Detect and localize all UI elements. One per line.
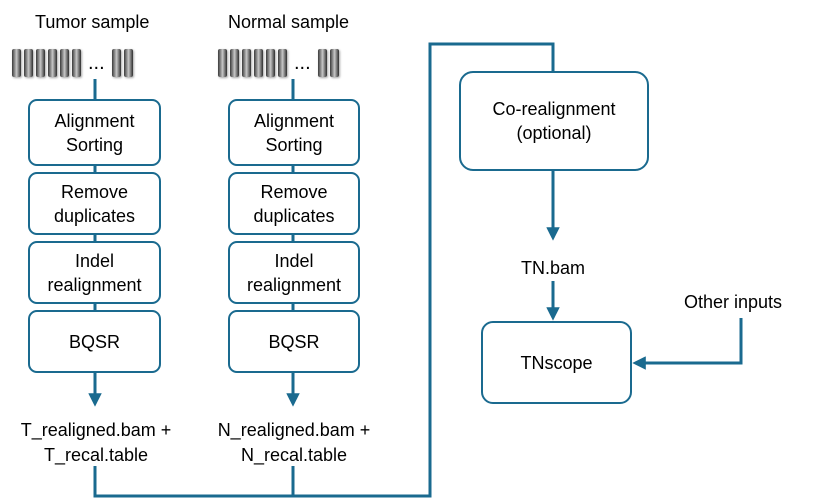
middle-alignment-box: Alignment Sorting: [228, 99, 360, 166]
normal-reads: ...: [218, 48, 339, 78]
ellipsis: ...: [294, 51, 311, 74]
read-icon: [24, 49, 33, 77]
left-dedup-line1: Remove: [60, 181, 129, 202]
left-dedup-box: Remove duplicates: [28, 172, 161, 235]
tumor-sample-title: Tumor sample: [35, 12, 150, 32]
read-icon: [278, 49, 287, 77]
read-icon: [329, 49, 339, 77]
middle-indel-line2: realignment: [246, 274, 342, 295]
corealignment-line1: Co-realignment: [492, 99, 616, 119]
read-icon: [12, 49, 21, 77]
left-indel-line1: Indel: [74, 250, 115, 271]
read-icon: [48, 49, 57, 77]
middle-indel-line1: Indel: [274, 250, 314, 271]
left-dedup-line2: duplicates: [53, 205, 136, 226]
read-icon: [36, 49, 45, 77]
left-indel-line2: realignment: [47, 274, 142, 295]
read-icon: [72, 49, 81, 77]
tn-bam-label: TN.bam: [520, 258, 585, 278]
middle-dedup-box: Remove duplicates: [228, 172, 360, 235]
left-output-label: T_realigned.bam + T_recal.table: [8, 418, 184, 468]
middle-dedup-line2: duplicates: [253, 205, 335, 226]
merge-line: [93, 42, 555, 498]
middle-indel-box: Indel realignment: [228, 241, 360, 304]
middle-dedup-line1: Remove: [260, 181, 328, 202]
normal-sample-title: Normal sample: [228, 12, 350, 32]
read-icon: [60, 49, 69, 77]
tnscope-box: TNscope: [481, 321, 632, 404]
middle-bqsr-box: BQSR: [228, 310, 360, 373]
read-icon: [242, 49, 251, 77]
middle-output-label: N_realigned.bam + N_recal.table: [204, 418, 384, 468]
left-output-line1: T_realigned.bam +: [20, 420, 172, 440]
corealignment-line2: (optional): [516, 123, 592, 143]
read-icon: [218, 49, 227, 77]
tumor-reads: ...: [12, 48, 133, 78]
corealignment-box: Co-realignment (optional): [459, 71, 649, 171]
left-bqsr-label: BQSR: [68, 331, 120, 352]
middle-alignment-line2: Sorting: [265, 134, 323, 155]
other-inputs-label: Other inputs: [684, 292, 783, 312]
left-alignment-line2: Sorting: [65, 134, 124, 155]
read-icon: [254, 49, 263, 77]
ellipsis: ...: [88, 51, 105, 74]
left-alignment-line1: Alignment: [54, 110, 135, 131]
middle-output-line2: N_recal.table: [240, 445, 348, 465]
middle-bqsr-label: BQSR: [268, 331, 320, 352]
middle-output-line1: N_realigned.bam +: [217, 420, 371, 440]
read-icon: [266, 49, 275, 77]
read-icon: [230, 49, 239, 77]
other-inputs-arrow: [632, 318, 743, 370]
read-icon: [111, 49, 121, 77]
left-bqsr-box: BQSR: [28, 310, 161, 373]
left-indel-box: Indel realignment: [28, 241, 161, 304]
read-icon: [317, 49, 327, 77]
tnscope-label: TNscope: [520, 352, 593, 373]
read-icon: [123, 49, 133, 77]
middle-alignment-line1: Alignment: [253, 110, 335, 131]
left-output-line2: T_recal.table: [43, 445, 149, 465]
left-alignment-box: Alignment Sorting: [28, 99, 161, 166]
